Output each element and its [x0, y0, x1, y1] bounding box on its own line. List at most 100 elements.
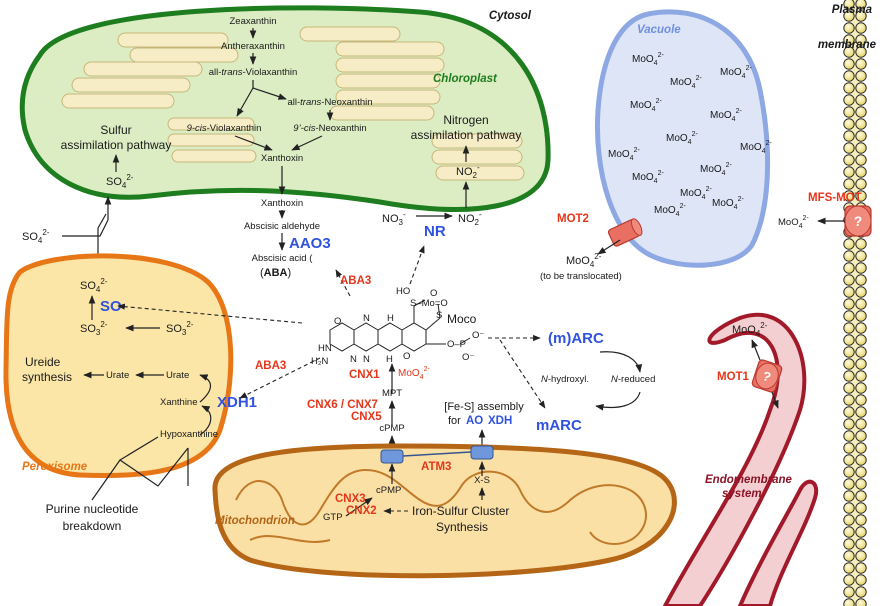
xanthoxin-chloroplast: Xanthoxin	[261, 153, 303, 164]
membrane-lipid-head	[855, 178, 867, 190]
membrane-lipid-head	[855, 586, 867, 598]
membrane-lipid-head	[855, 394, 867, 406]
membrane-lipid-head	[843, 262, 855, 274]
membrane-lipid-head	[855, 358, 867, 370]
ureide-line1: Ureide	[25, 355, 61, 369]
membrane-lipid-head	[855, 262, 867, 274]
ureide-line2: synthesis	[22, 370, 72, 384]
cnx2-label: CNX2	[346, 505, 377, 517]
membrane-lipid-head	[855, 286, 867, 298]
membrane-lipid-head	[843, 358, 855, 370]
to-be-translocated: (to be translocated)	[540, 271, 622, 282]
membrane-lipid-head	[843, 562, 855, 574]
membrane-lipid-head	[855, 430, 867, 442]
membrane-lipid-head	[843, 238, 855, 250]
cnx1-molybdate: MoO42-	[398, 366, 430, 381]
endomembrane-system	[662, 312, 819, 606]
zeaxanthin: Zeaxanthin	[229, 16, 276, 27]
membrane-lipid-head	[855, 274, 867, 286]
purine-line2: breakdown	[63, 519, 122, 533]
svg-text:O⁻: O⁻	[472, 330, 484, 341]
membrane-lipid-head	[855, 514, 867, 526]
cytosol-sulfite: SO32-	[166, 320, 194, 337]
cnx6-cnx7-label: CNX6 / CNX7	[307, 399, 378, 411]
n-hydroxyl: N-hydroxyl.	[541, 374, 589, 385]
membrane-lipid-head	[843, 550, 855, 562]
membrane-lipid-head	[855, 82, 867, 94]
svg-text:HN: HN	[318, 343, 332, 354]
svg-text:H₂N: H₂N	[311, 356, 329, 367]
vacuole-molybdate: MoO42-	[710, 108, 742, 123]
cpmp-cytosol: cPMP	[379, 423, 404, 434]
membrane-lipid-head	[843, 298, 855, 310]
chloroplast-nitrite: NO2-	[456, 163, 480, 180]
chloroplast-sulfate: SO42-	[106, 173, 134, 190]
mfs-mot-label: MFS-MOT	[808, 192, 862, 204]
membrane-lipid-head	[843, 58, 855, 70]
vacuole-molybdate: MoO42-	[632, 52, 664, 67]
all-trans-violaxanthin: all-trans-Violaxanthin	[209, 67, 298, 78]
plasma-membrane-label-2: membrane	[818, 39, 877, 51]
membrane-lipid-head	[855, 466, 867, 478]
vacuole-molybdate: MoO42-	[720, 65, 752, 80]
membrane-lipid-head	[855, 334, 867, 346]
membrane-lipid-head	[855, 598, 867, 606]
vacuole-molybdate: MoO42-	[680, 186, 712, 201]
urate-inner: Urate	[106, 370, 129, 381]
peroxisome-sulfate: SO42-	[80, 277, 108, 294]
mfs-mot-question: ?	[854, 213, 863, 229]
aba-abbrev: (ABA)	[260, 267, 291, 279]
membrane-lipid-head	[843, 0, 855, 10]
vacuole-molybdate: MoO42-	[670, 75, 702, 90]
mfs-mot-transporter: ?	[844, 205, 872, 237]
membrane-lipid-head	[843, 370, 855, 382]
membrane-lipid-head	[843, 502, 855, 514]
membrane-lipid-head	[855, 190, 867, 202]
membrane-lipid-head	[855, 250, 867, 262]
plasma-membrane-label-1: Plasma	[832, 4, 873, 16]
vacuole-molybdate: MoO42-	[632, 170, 664, 185]
membrane-lipid-head	[843, 82, 855, 94]
moco-label: Moco	[447, 312, 477, 326]
mot2-transporter	[607, 218, 643, 247]
svg-text:H: H	[386, 354, 393, 365]
membrane-lipid-head	[855, 490, 867, 502]
nitrogen-assimilation-line1: Nitrogen	[443, 113, 488, 127]
membrane-lipid-head	[855, 382, 867, 394]
vacuole-molybdate: MoO42-	[630, 98, 662, 113]
vacuole-out-molybdate: MoO42-	[566, 252, 602, 269]
membrane-lipid-head	[843, 10, 855, 22]
membrane-lipid-head	[843, 394, 855, 406]
purine-line1: Purine nucleotide	[46, 502, 139, 516]
membrane-lipid-head	[855, 370, 867, 382]
membrane-lipid-head	[843, 598, 855, 606]
xs: X-S	[474, 475, 490, 486]
svg-text:O–P: O–P	[447, 339, 466, 350]
mitochondrion-label: Mitochondrion	[215, 515, 295, 527]
xanthine: Xanthine	[160, 397, 198, 408]
so-enzyme-label: SO	[100, 298, 122, 315]
iron-sulfur-line1: Iron-Sulfur Cluster	[412, 504, 509, 518]
xdh1-label: XDH1	[217, 394, 257, 411]
svg-text:S–Mo=O: S–Mo=O	[410, 298, 448, 309]
membrane-lipid-head	[843, 382, 855, 394]
marc-cycle-label: (m)ARC	[548, 330, 604, 347]
svg-text:N: N	[350, 354, 357, 365]
svg-text:O: O	[430, 288, 437, 299]
mitochondrion	[212, 443, 677, 579]
membrane-lipid-head	[855, 58, 867, 70]
svg-text:H: H	[387, 313, 394, 324]
membrane-lipid-head	[855, 34, 867, 46]
membrane-lipid-head	[855, 322, 867, 334]
svg-text:O: O	[334, 316, 341, 327]
cnx5-label: CNX5	[351, 411, 382, 423]
peroxisome-sulfite: SO32-	[80, 320, 108, 337]
membrane-lipid-head	[855, 118, 867, 130]
membrane-lipid-head	[843, 130, 855, 142]
gtp: GTP	[323, 512, 343, 523]
atm3-label: ATM3	[421, 461, 451, 473]
membrane-lipid-head	[843, 322, 855, 334]
membrane-lipid-head	[855, 166, 867, 178]
membrane-lipid-head	[843, 94, 855, 106]
